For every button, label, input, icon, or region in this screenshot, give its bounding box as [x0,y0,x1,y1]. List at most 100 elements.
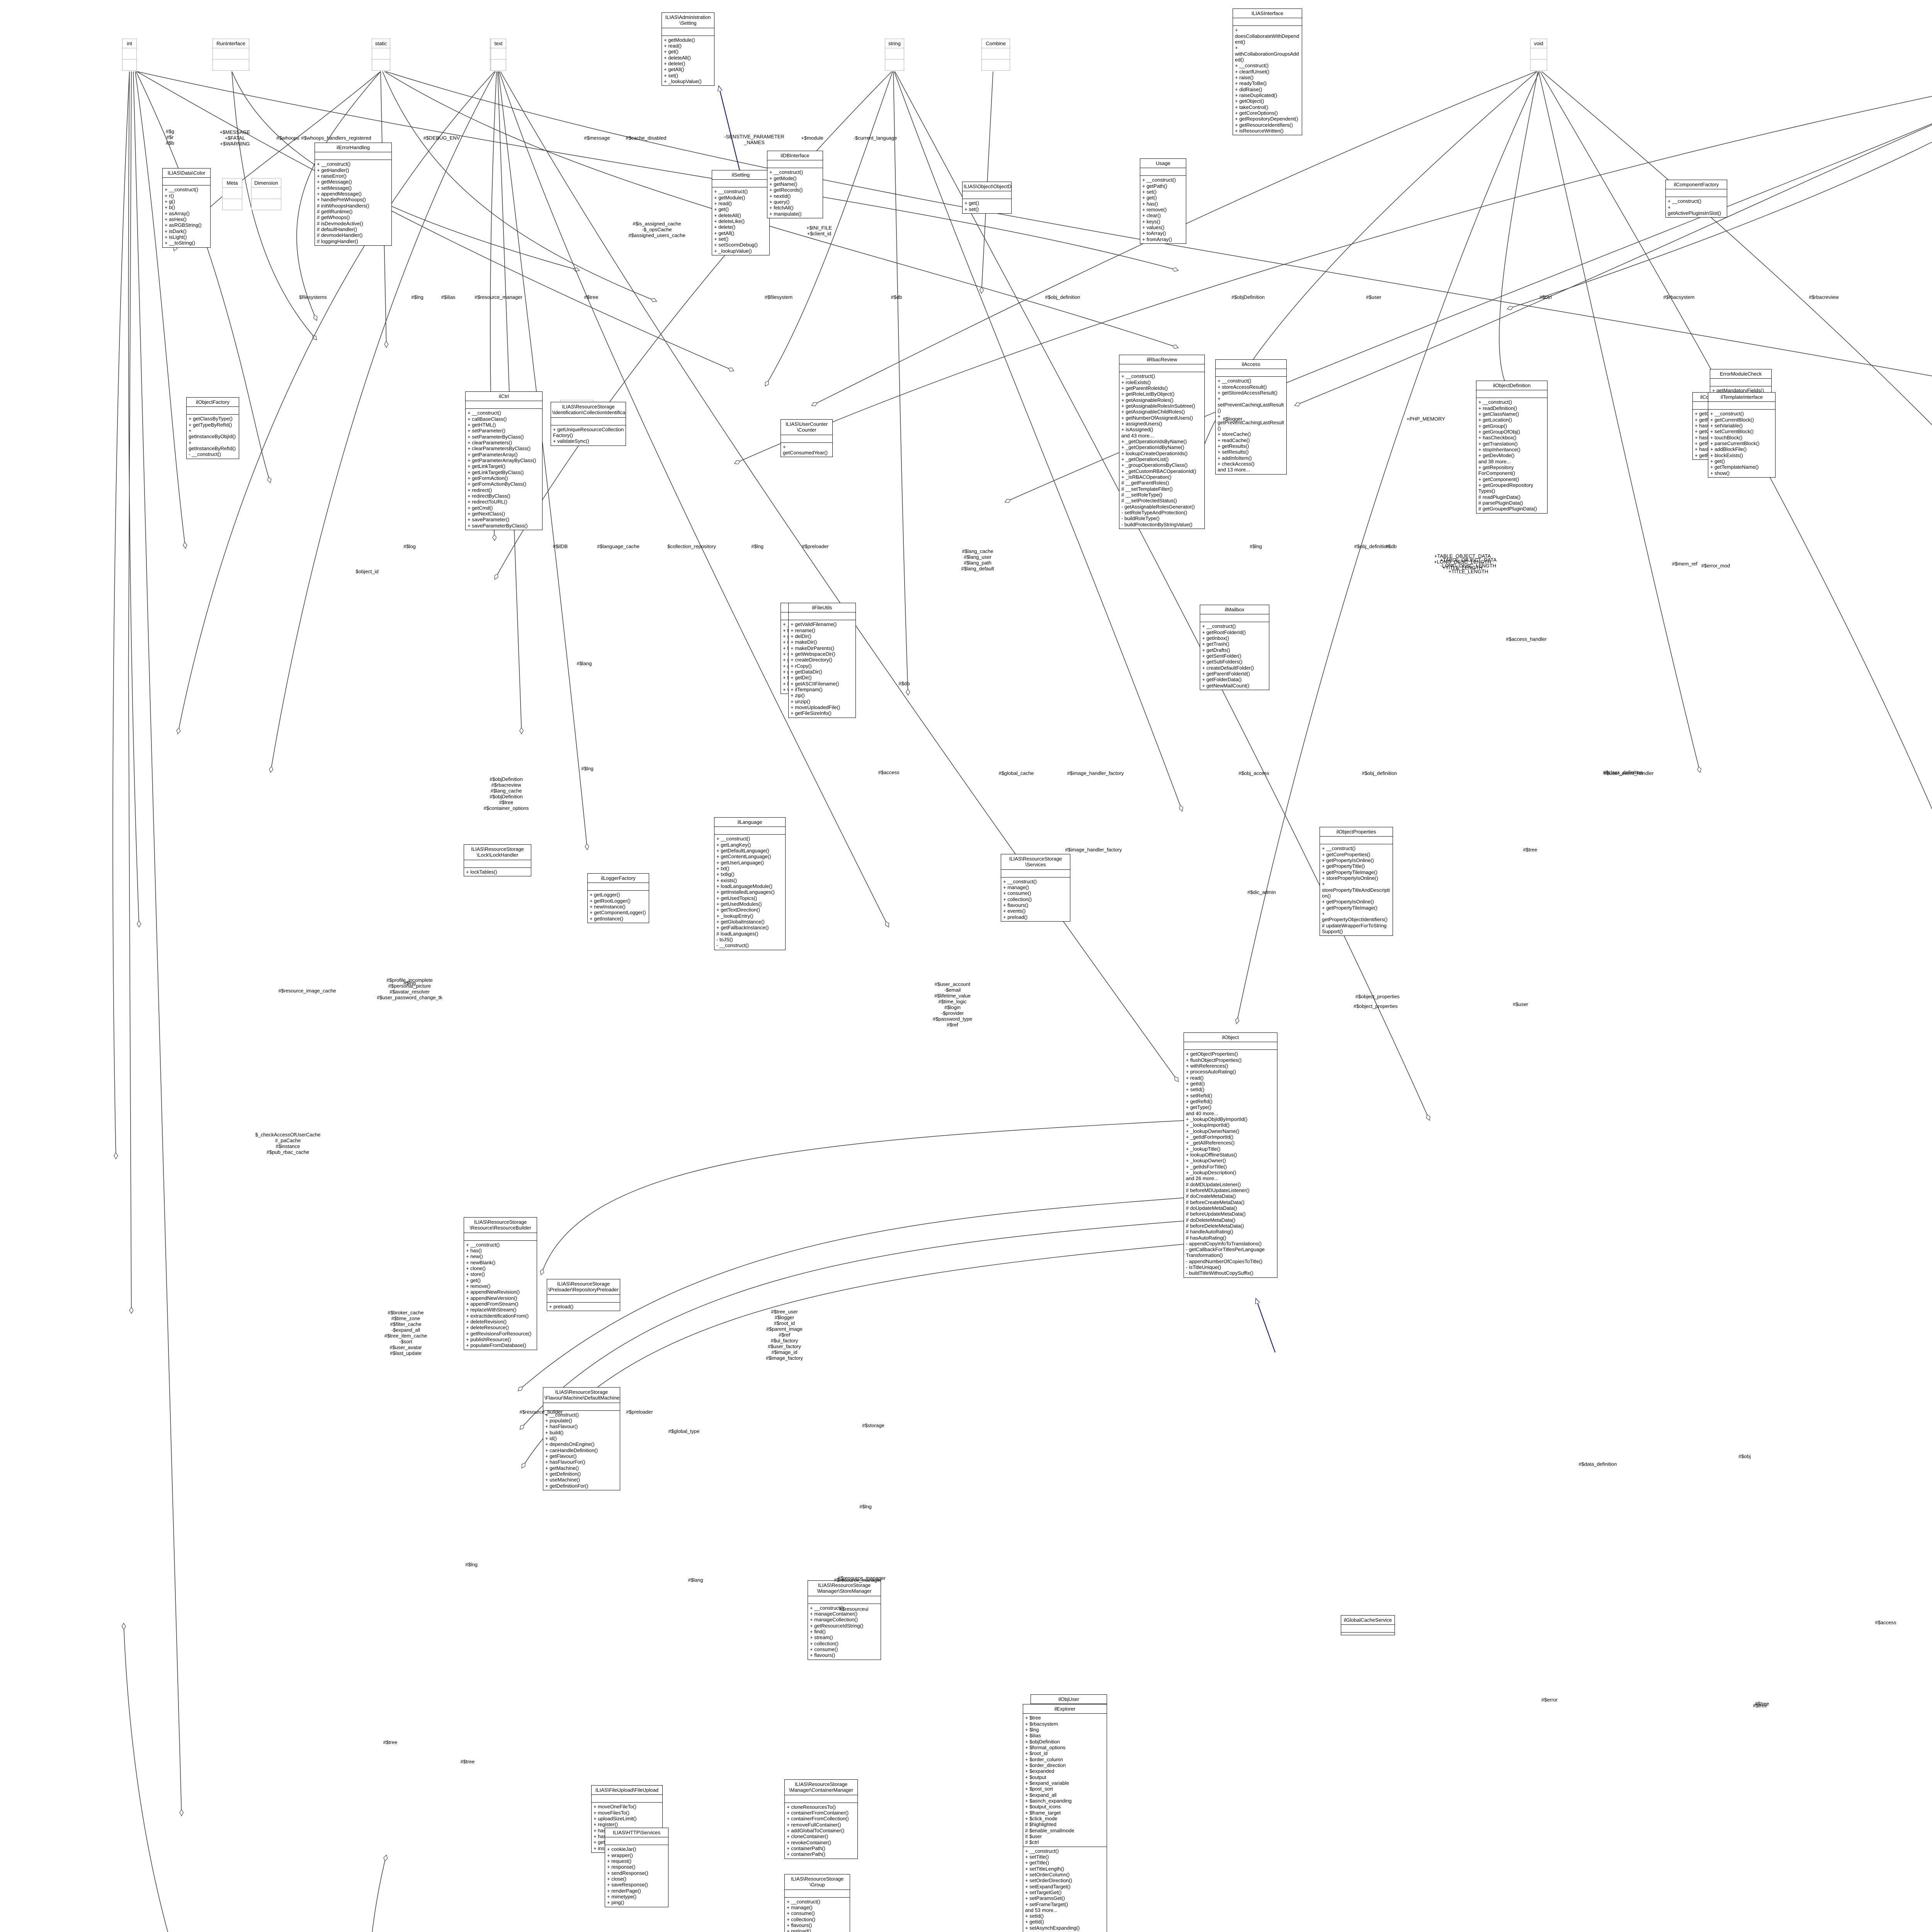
edge-label: #$lng [411,294,423,300]
uml-class-attributes [781,435,832,443]
uml-class-iliasresourcestoragepreloader[interactable]: ILIAS\ResourceStorage \Preloader\Reposit… [547,1279,620,1311]
edge-label: #$log [403,543,416,549]
uml-class-attributes [122,48,136,60]
uml-class-iliasresourcestoragegroup[interactable]: ILIAS\ResourceStorage \Group+ __construc… [784,1874,850,1932]
uml-class-operations [122,60,136,70]
uml-class-attributes: + $tree + $rbacsystem + $lng + $ilias + … [1023,1714,1107,1847]
uml-class-ilctrl[interactable]: ilCtrl+ __construct() + callBaseClass() … [465,391,543,530]
uml-class-ilstyledefinition[interactable]: ILIAS\ResourceStorage \Services+ __const… [1001,854,1070,922]
uml-class-ilsystemstylehtml[interactable]: ilGlobalCacheService [1341,1615,1395,1636]
uml-class-runinterface[interactable]: RunInterface [213,39,249,71]
uml-class-int[interactable]: int [122,39,137,71]
edge-label: #$user [1513,1001,1528,1007]
uml-class-iliasobserverinterface[interactable]: ILIASInterface+ doesCollaborateWithDepen… [1233,9,1302,136]
edge-label: +$INI_FILE +$client_id [806,225,832,236]
uml-class-attributes [252,188,281,199]
edge-label: #$tree [383,1739,398,1745]
edge-label: #$lng [403,980,416,986]
edge-label: #$global_type [668,1428,700,1434]
uml-class-ilias-administration-setting[interactable]: ILIAS\Administration \Setting+ getModule… [662,12,714,86]
edge-label: #$tree [460,1759,475,1765]
uml-class-ilsetting[interactable]: ilSetting+ __construct() + getModule() +… [712,170,770,255]
uml-class-title: ILIAS\HTTP\Services [605,1828,668,1838]
uml-class-operations: + __construct() + storeAccessResult() + … [1218,378,1284,473]
uml-class-title: ILIAS\ResourceStorage \Group [785,1874,850,1890]
uml-class-title: ILIAS\UserCounter \Counter [781,420,832,435]
uml-class-combine[interactable]: Combine [981,39,1010,71]
uml-class-ilexplorer[interactable]: ilExplorer+ $tree + $rbacsystem + $lng +… [1023,1704,1107,1932]
uml-class-iliasresourcestorageflavourmachine[interactable]: ILIAS\ResourceStorage \Flavour\Machine\D… [543,1387,620,1490]
uml-class-ilerrorhandling[interactable]: ilErrorHandling+ __construct() + getHand… [315,143,392,246]
uml-class-iliasresourcestoragecollection[interactable]: ILIAS\ResourceStorage \Identification\Co… [551,402,626,446]
uml-class-ilcomponentfactory[interactable]: ilComponentFactory+ __construct() + getA… [1665,180,1727,218]
uml-class-operations: + __construct() + setTitle() + getTitle(… [1025,1848,1080,1932]
uml-class-attributes [1216,369,1286,377]
edge-label: #$access [878,769,900,776]
uml-class-ildbinterface[interactable]: ilDBInterface+ __construct() + getMode()… [767,151,823,218]
edge-label: #$ilDB [553,543,568,549]
inheritance-edges [478,86,1276,1353]
uml-class-title: ilRbacReview [1119,355,1204,365]
uml-class-operations [1531,60,1547,70]
uml-class-title: ILIAS\ResourceStorage \Services [1001,854,1070,870]
uml-class-attributes [963,191,1011,199]
uml-class-attributes [662,28,714,36]
edge-label: #$obj_definition [1362,770,1397,776]
uml-class-ilobjectdefinition[interactable]: ilObjectDefinition+ __construct() + read… [1476,381,1548,514]
uml-class-ilias-data-color[interactable]: ILIAS\Data\Color+ __construct() + r() + … [162,168,211,248]
edge-label: #$lang [577,660,592,667]
edge-label: +PHP_MEMORY [1406,416,1445,422]
uml-class-title: ilLoggerFactory [588,874,649,883]
uml-class-operations: + __construct() + getRootFolderId() + ge… [1202,623,1254,689]
uml-class-attributes [1531,48,1547,60]
uml-class-iltemplateinterface[interactable]: ilTemplateInterface+ __construct() + get… [1708,392,1776,478]
uml-class-ilfileutils[interactable]: ilFileUtils+ getValidFilename() + rename… [788,603,856,718]
uml-class-title: static [372,39,390,49]
edge-label: #$error [1541,1697,1558,1703]
uml-class-meta[interactable]: Meta [222,178,242,211]
uml-class-operations: + getLogger() + getRootLogger() + newIns… [590,892,646,922]
uml-class-void[interactable]: void [1530,39,1547,71]
uml-class-title: text [491,39,506,49]
uml-class-iliasresourcestorageresourcebuilder[interactable]: ILIAS\ResourceStorage \Resource\Resource… [464,1217,537,1350]
edge-label: #$tree [1755,1701,1769,1707]
uml-class-dimension[interactable]: Dimension [251,178,281,211]
uml-class-title: ilObject [1184,1033,1277,1043]
uml-class-ilobject[interactable]: ilObject+ getObjectProperties() + flushO… [1184,1032,1277,1278]
uml-class-ilrbacreview[interactable]: ilRbacReview+ __construct() + roleExists… [1119,355,1205,529]
uml-class-usage[interactable]: Usage+ __construct() + getPath() + set()… [1140,158,1186,244]
uml-class-iliashttpservices[interactable]: ILIAS\HTTP\Services+ cookieJar() + wrapp… [605,1828,668,1907]
uml-class-iliasresourcestoragelockhandler[interactable]: ILIAS\ResourceStorage \Lock\LockHandler+… [464,844,531,876]
uml-class-ilias-object-objectdc[interactable]: ILIAS\Object\ObjectDC+ get() + set() [962,182,1012,214]
uml-class-operations: + __construct() + getCoreProperties() + … [1322,845,1390,934]
uml-class-title: ILIAS\ResourceStorage \Identification\Co… [551,402,626,418]
uml-class-static[interactable]: static [372,39,390,71]
uml-class-text[interactable]: text [491,39,506,71]
uml-class-operations: + getClassByType() + getTypeByRefId() + … [189,416,236,457]
uml-class-title: ilComponentFactory [1666,180,1727,190]
edge-label: #$access [1875,1619,1896,1626]
uml-class-operations: + __construct() + getModule() + read() +… [714,189,758,254]
uml-class-ilobjectproperties[interactable]: ilObjectProperties+ __construct() + getC… [1320,827,1393,936]
edge-label: #$is_assigned_cache -$_opsCache #$assign… [628,221,685,238]
uml-class-iliasresourcestoragemanager[interactable]: ILIAS\ResourceStorage \Manager\StoreMana… [808,1580,881,1660]
uml-class-title: ILIAS\ResourceStorage \Resource\Resource… [464,1218,537,1233]
uml-class-string[interactable]: string [885,39,904,71]
uml-class-ilobjectfactory[interactable]: ilObjectFactory+ getClassByType() + getT… [186,397,239,459]
edge-label: #$preloader [626,1409,653,1415]
edge-label: #$objDefinition #$rbacreview #$lang_cach… [483,776,529,811]
uml-class-ilusercounter[interactable]: ILIAS\UserCounter \Counter+ getConsumedY… [781,419,833,457]
uml-class-illoggerfactory[interactable]: ilLoggerFactory + getLogger() + getRootLo… [587,873,649,923]
edge-label: +TABLE_OBJECT_DATA +LONG_DESC_LENGTH +TI… [1434,553,1491,571]
uml-class-attributes [1140,168,1186,176]
edge-label: #$ilias [441,294,456,300]
uml-class-ilaccess[interactable]: ilAccess+ __construct() + storeAccessRes… [1215,359,1287,474]
uml-class-operations: + __construct() + manageContainer() + ma… [810,1605,864,1658]
edge-label: #$g #$r #$b [166,128,174,146]
uml-class-illanguage[interactable]: ilLanguage+ __construct() + getLangKey()… [714,817,786,950]
uml-class-ilmailbox[interactable]: ilMailbox+ __construct() + getRootFolder… [1200,605,1269,690]
edge-label: #$object_properties [1353,1003,1398,1009]
uml-class-title: ILIASInterface [1233,9,1302,19]
uml-class-iliasresourcestoragecontainer[interactable]: ILIAS\ResourceStorage \Manager\Container… [784,1779,858,1859]
